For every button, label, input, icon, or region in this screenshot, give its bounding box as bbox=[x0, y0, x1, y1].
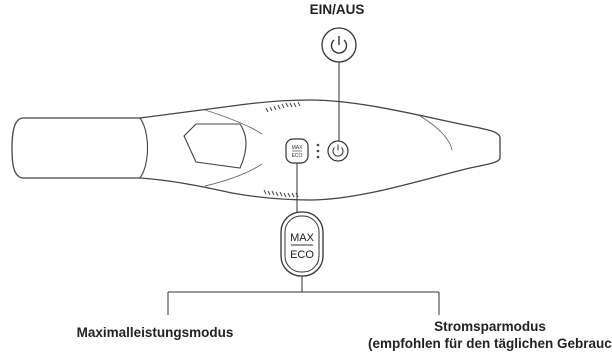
body-seam-lower bbox=[204, 163, 263, 187]
callout-eco-text: ECO bbox=[290, 249, 314, 261]
eco-mode-title: Stromsparmodus bbox=[434, 319, 546, 334]
eco-mode-note: (empfohlen für den täglichen Gebrauch) bbox=[368, 336, 612, 351]
device-power-button[interactable] bbox=[327, 140, 349, 162]
power-icon bbox=[330, 39, 348, 54]
body-seam bbox=[204, 109, 263, 135]
indicator-dots bbox=[316, 143, 320, 159]
eco-mode-label: Stromsparmodus (empfohlen für den täglic… bbox=[368, 318, 612, 352]
vent-top bbox=[265, 101, 301, 113]
rear-seam bbox=[419, 115, 453, 151]
device-switch-max-text: MAX bbox=[292, 145, 304, 151]
max-eco-callout-button bbox=[280, 211, 324, 277]
device-power-icon bbox=[332, 147, 344, 157]
power-label: EIN/AUS bbox=[309, 2, 365, 17]
device-switch-eco-text: ECO bbox=[292, 153, 303, 159]
vent-bottom bbox=[263, 189, 299, 198]
device-body bbox=[11, 99, 501, 201]
nozzle-edge bbox=[139, 117, 148, 179]
max-mode-label: Maximalleistungsmodus bbox=[76, 325, 234, 340]
grip-ridge bbox=[183, 123, 247, 169]
callout-max-text: MAX bbox=[290, 232, 315, 244]
